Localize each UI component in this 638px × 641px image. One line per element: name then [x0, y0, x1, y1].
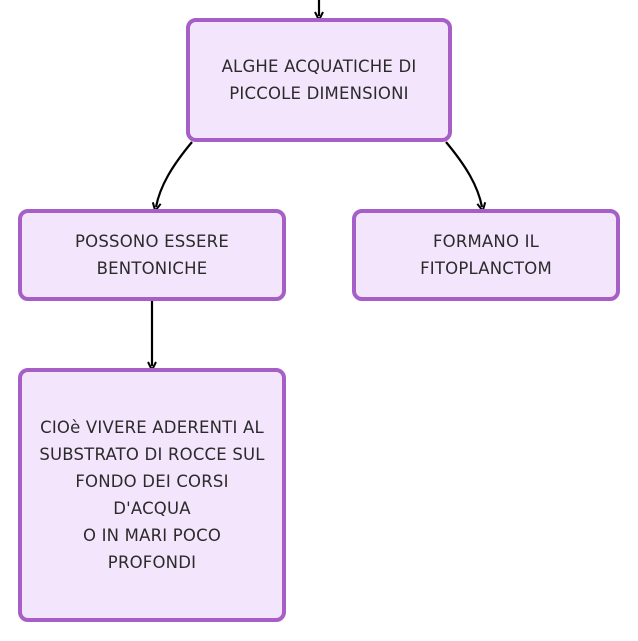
edge-root-to-left — [156, 141, 193, 207]
node-left-label: POSSONO ESSERE BENTONICHE — [75, 232, 229, 278]
edge-root-to-right — [445, 141, 482, 207]
node-root-label: ALGHE ACQUATICHE DI PICCOLE DIMENSIONI — [221, 57, 417, 103]
node-right-label: FORMANO IL FITOPLANCTOM — [420, 232, 552, 278]
node-root: ALGHE ACQUATICHE DI PICCOLE DIMENSIONI — [186, 18, 452, 142]
node-right: FORMANO IL FITOPLANCTOM — [352, 209, 620, 301]
node-left: POSSONO ESSERE BENTONICHE — [18, 209, 286, 301]
node-detail-label: CIOè VIVERE ADERENTI AL SUBSTRATO DI ROC… — [39, 418, 265, 572]
node-detail: CIOè VIVERE ADERENTI AL SUBSTRATO DI ROC… — [18, 368, 286, 622]
